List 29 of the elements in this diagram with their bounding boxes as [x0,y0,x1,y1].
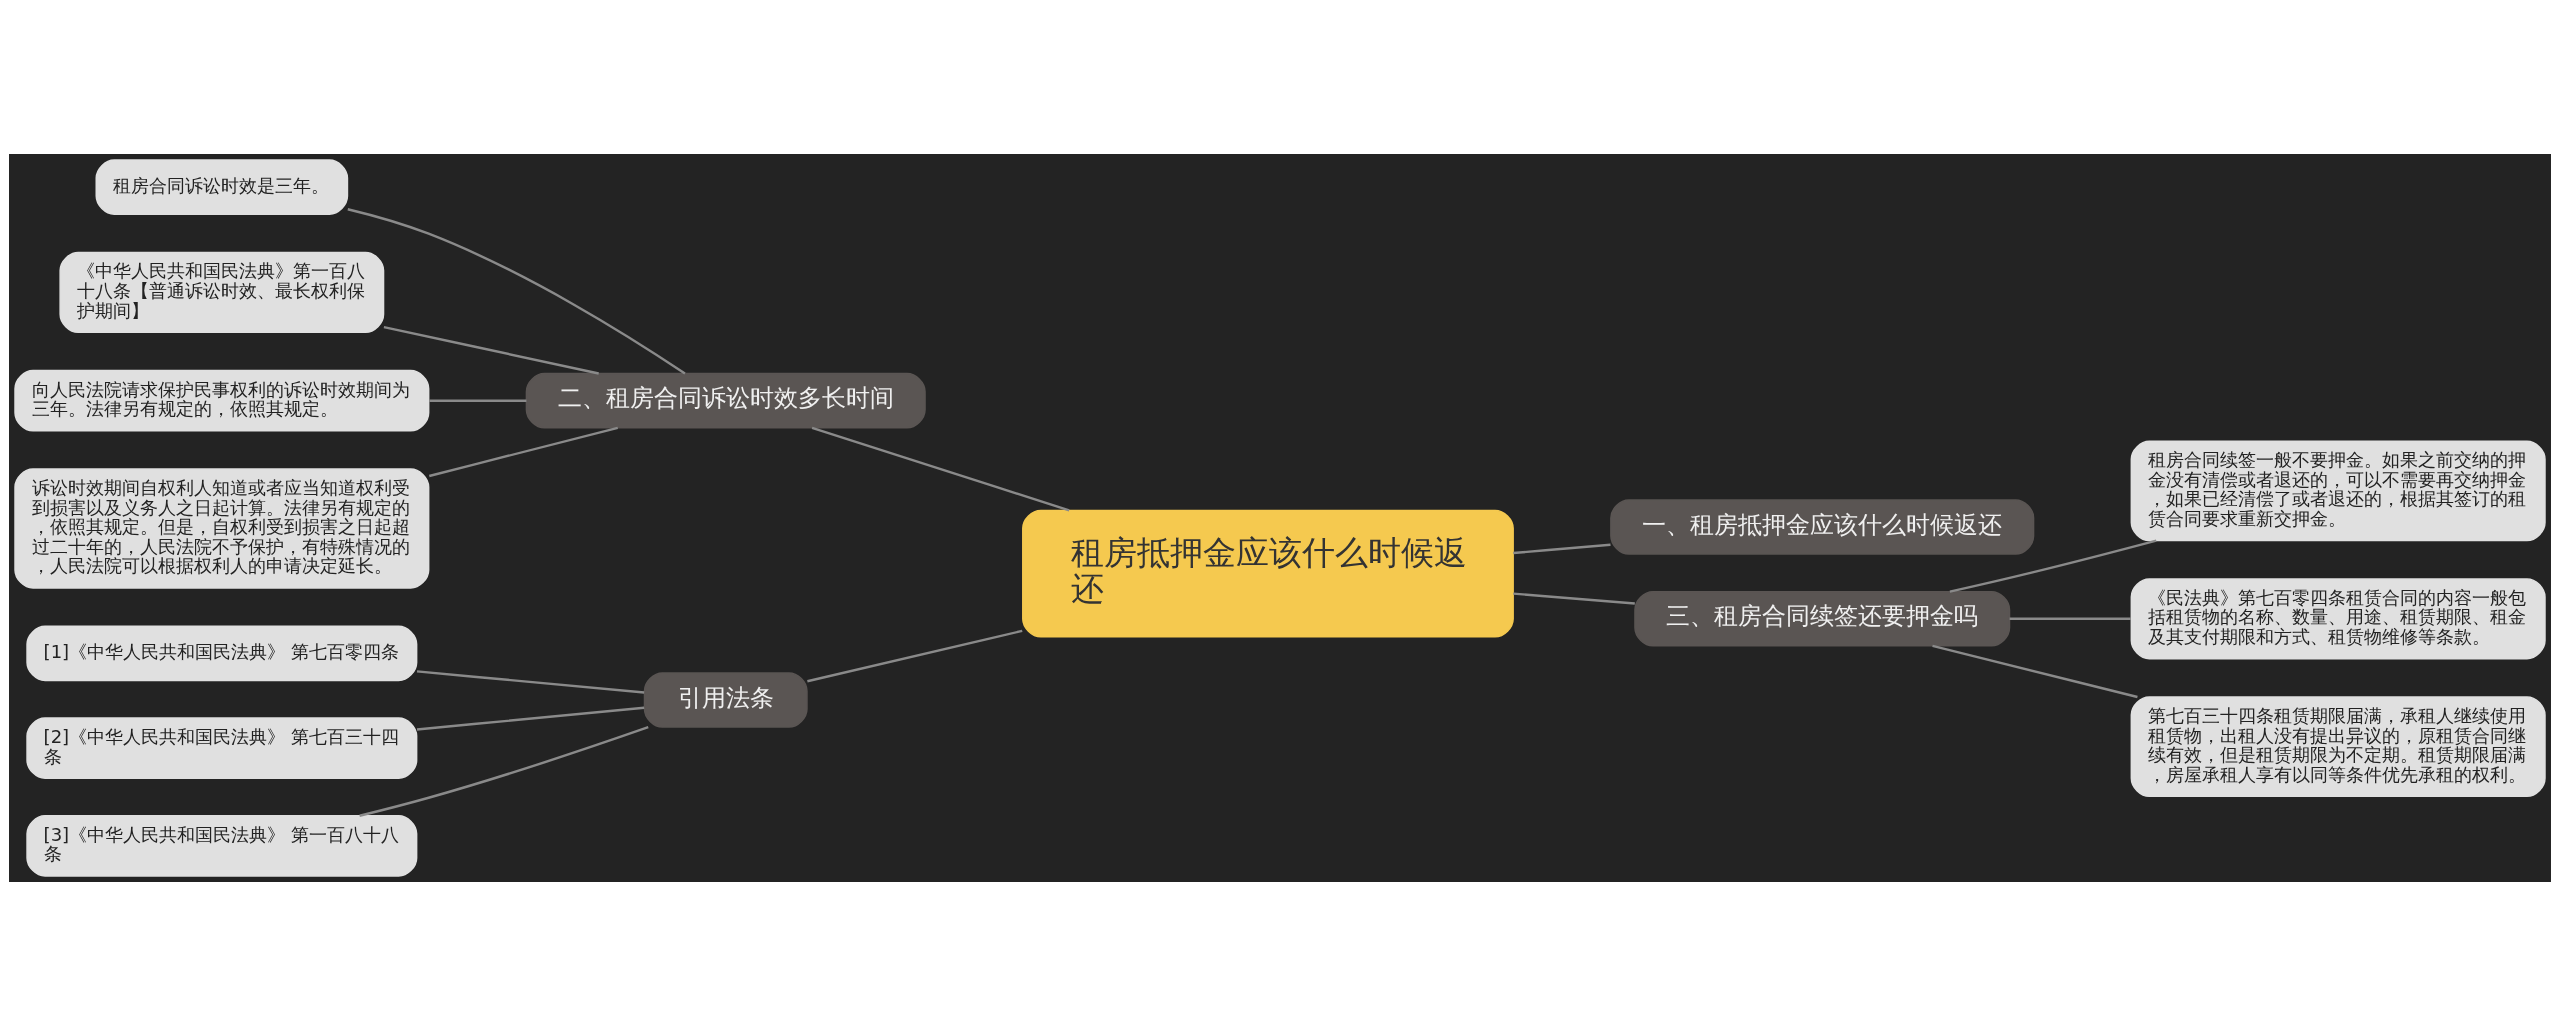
connector [1513,543,1611,554]
connector [807,629,1023,682]
connector [416,706,645,731]
connector [416,669,645,694]
node-box: 三、租房合同续签还要押金吗 [1634,590,2011,647]
node-box: 一、租房抵押金应该什么时候返还 [1610,498,2035,555]
connector [811,426,1070,511]
connector [383,325,599,375]
node-box: [3]《中华人民共和国民法典》 第一百八十八条 [26,814,418,877]
node-box: 诉讼时效期间自权利人知道或者应当知道权利受到损害以及义务人之日起计算。法律另有规定的，依照其规定。但是，自权利受到损害之日起超过二十年的，人民法院不予保护，有特殊情况的，人民法院可以根据权利人的申请决定延长。 [14,467,430,589]
connector [428,426,619,477]
node-box: 引用法条 [643,671,808,728]
node-box: [1]《中华人民共和国民法典》 第七百零四条 [26,625,418,681]
node-box: 二、租房合同诉讼时效多长时间 [525,372,926,428]
connector [347,207,686,375]
connector [359,725,649,817]
node-box: 第七百三十四条租赁期限届满，承租人继续使用租赁物，出租人没有提出异议的，原租赁合同继续有效，但是租赁期限为不定期。租赁期限届满，房屋承租人享有以同等条件优先承租的权利。 [2130,695,2546,797]
connector [1513,591,1635,605]
connector [2009,617,2131,620]
node-box: 《民法典》第七百零四条租赁合同的内容一般包括租赁物的名称、数量、用途、租赁期限、租金及其支付期限和方式、租赁物维修等条款。 [2130,577,2546,659]
node-box: 租房抵押金应该什么时候返还 [1022,509,1514,638]
node-box: 向人民法院请求保护民事权利的诉讼时效期间为三年。法律另有规定的，依照其规定。 [14,369,430,431]
node-box: 租房合同续签一般不要押金。如果之前交纳的押金没有清偿或者退还的，可以不需要再交纳押金，如果已经清偿了或者退还的，根据其签订的租赁合同要求重新交押金。 [2130,440,2546,541]
connector [1932,644,2138,698]
connector [1949,538,2157,593]
node-box: [2]《中华人民共和国民法典》 第七百三十四条 [26,716,418,779]
node-box: 《中华人民共和国民法典》第一百八十八条【普通诉讼时效、最长权利保护期间】 [59,251,385,333]
connector [429,398,527,402]
node-box: 租房合同诉讼时效是三年。 [95,158,349,215]
